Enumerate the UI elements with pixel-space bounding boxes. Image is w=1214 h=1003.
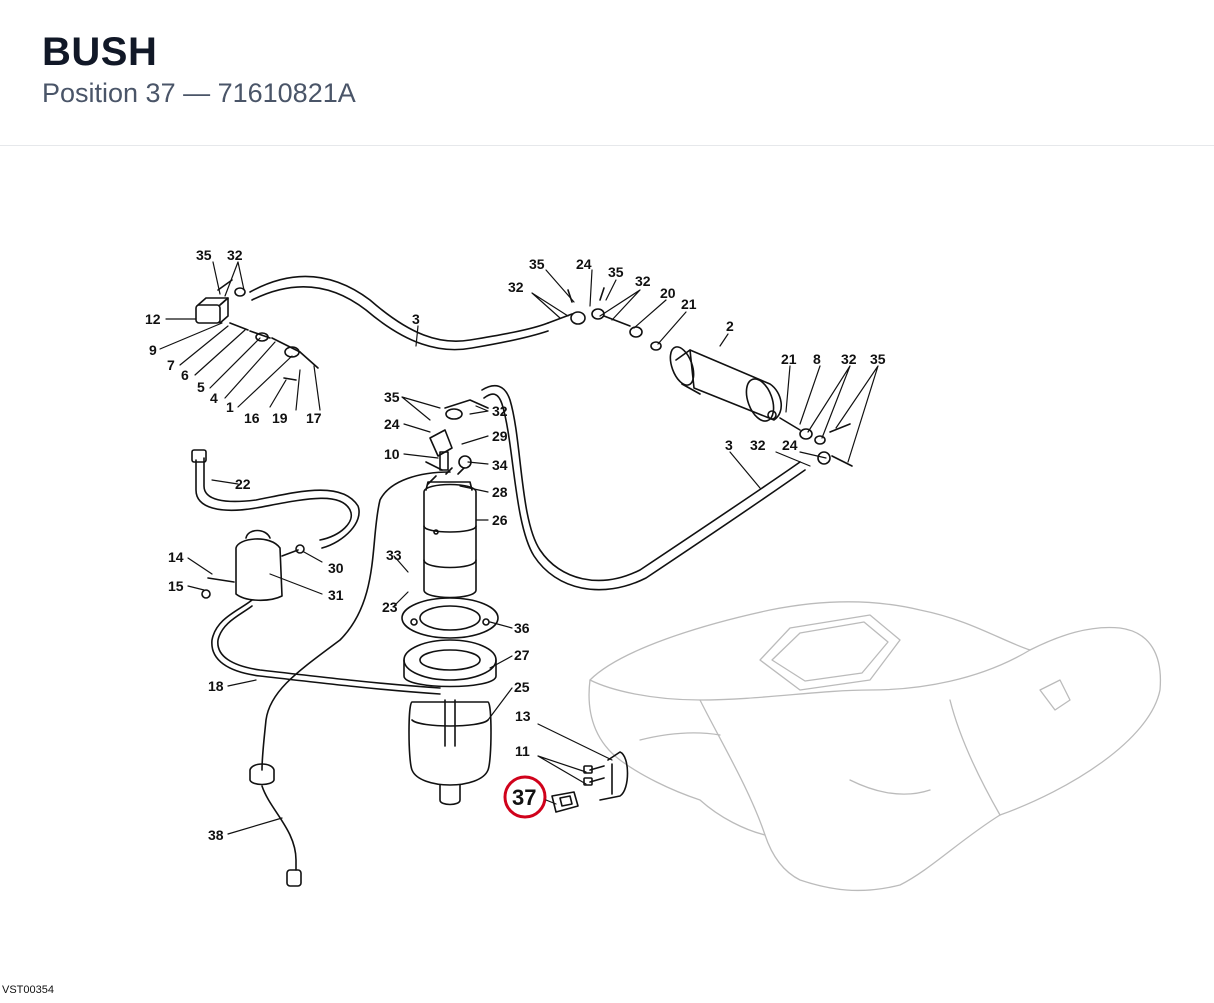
callout-label: 13: [515, 708, 531, 724]
callout-label: 33: [386, 547, 402, 563]
callout-label: 24: [782, 437, 798, 453]
callout-label: 35: [870, 351, 886, 367]
callout-label: 1: [226, 399, 234, 415]
exploded-parts-diagram: 35 32 12 9 7 6 5 4 1 16 19 17 3 35 24 35…: [0, 147, 1214, 1003]
callout-label: 32: [750, 437, 766, 453]
callout-label: 35: [529, 256, 545, 272]
callout-label: 18: [208, 678, 224, 694]
highlighted-callout-37: 37: [512, 785, 536, 810]
callout-label: 25: [514, 679, 530, 695]
page-title: BUSH: [42, 30, 158, 74]
callout-label: 36: [514, 620, 530, 636]
callout-label: 30: [328, 560, 344, 576]
callout-label: 32: [227, 247, 243, 263]
callout-label: 5: [197, 379, 205, 395]
callout-label: 32: [841, 351, 857, 367]
callout-label: 11: [515, 743, 530, 759]
diagram-canvas: 35 32 12 9 7 6 5 4 1 16 19 17 3 35 24 35…: [145, 247, 1162, 892]
highlight-ring-37: [503, 775, 547, 819]
callout-labels: 35 32 12 9 7 6 5 4 1 16 19 17 3 35 24 35…: [145, 247, 886, 843]
callout-label: 15: [168, 578, 184, 594]
fuel-pump-assembly: [401, 399, 499, 806]
page-header: BUSH Position 37 — 71610821A: [0, 0, 1214, 146]
page-subtitle: Position 37 — 71610821A: [42, 78, 356, 108]
drain-hose-and-sensor-wire: [211, 471, 451, 887]
return-fuel-line: [481, 384, 806, 591]
callout-label: 4: [210, 390, 218, 406]
callout-label: 29: [492, 428, 508, 444]
callout-label: 20: [660, 285, 676, 301]
callout-label: 14: [168, 549, 184, 565]
right-fittings: [779, 417, 853, 467]
bracket-and-bush: [551, 751, 629, 813]
callout-label: 17: [306, 410, 322, 426]
callout-label: 38: [208, 827, 224, 843]
callout-label: 22: [235, 476, 251, 492]
callout-label: 32: [492, 403, 508, 419]
callout-label: 32: [508, 279, 524, 295]
callout-label: 21: [681, 296, 697, 312]
callout-label: 10: [384, 446, 400, 462]
callout-label: 12: [145, 311, 161, 327]
fuel-filter: [669, 346, 782, 422]
callout-label: 3: [725, 437, 733, 453]
callout-label: 8: [813, 351, 821, 367]
callout-label: 32: [635, 273, 651, 289]
callout-label: 2: [726, 318, 734, 334]
callout-label: 24: [576, 256, 592, 272]
vent-filter-assembly: [191, 449, 360, 602]
callout-label: 35: [384, 389, 400, 405]
callout-label: 27: [514, 647, 530, 663]
callout-label: 28: [492, 484, 508, 500]
callout-label: 26: [492, 512, 508, 528]
callout-label: 31: [328, 587, 344, 603]
bush-part-37: [551, 791, 579, 813]
diagram-code: VST00354: [2, 984, 54, 996]
callout-label: 35: [196, 247, 212, 263]
callout-label: 19: [272, 410, 288, 426]
callout-label: 24: [384, 416, 400, 432]
callout-label: 7: [167, 357, 175, 373]
callout-label: 34: [492, 457, 508, 473]
callout-label: 21: [781, 351, 797, 367]
leader-lines: [159, 261, 879, 835]
callout-label: 6: [181, 367, 189, 383]
fuel-tank-outline: [588, 601, 1162, 892]
callout-label: 23: [382, 599, 398, 615]
callout-label: 16: [244, 410, 260, 426]
callout-label: 35: [608, 264, 624, 280]
top-left-fuel-line: [195, 275, 549, 381]
callout-label: 3: [412, 311, 420, 327]
callout-label: 9: [149, 342, 157, 358]
